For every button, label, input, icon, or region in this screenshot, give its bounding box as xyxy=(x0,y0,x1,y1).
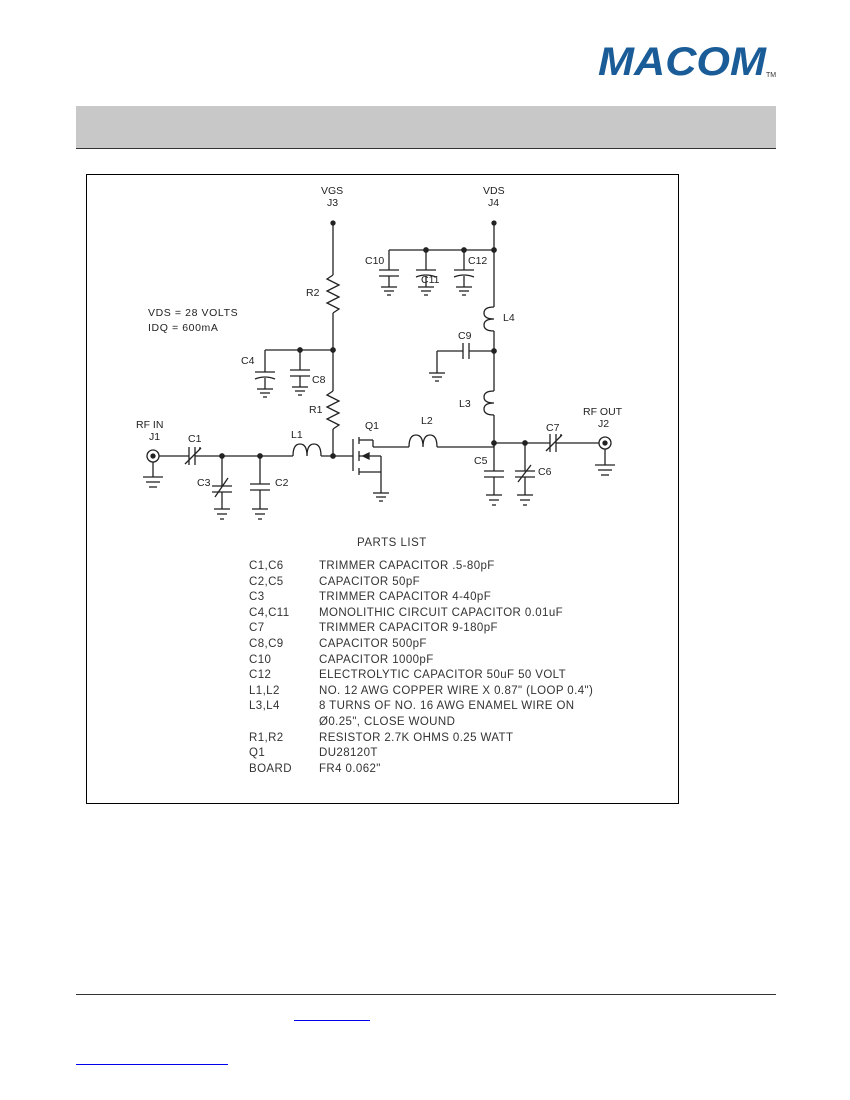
parts-row: L3,L4 8 TURNS OF NO. 16 AWG ENAMEL WIRE O… xyxy=(249,699,593,715)
parts-row: C1,C6 TRIMMER CAPACITOR .5-80pF xyxy=(249,559,593,575)
parts-desc: FR4 0.062" xyxy=(319,762,381,775)
parts-row: C12 ELECTROLYTIC CAPACITOR 50uF 50 VOLT xyxy=(249,668,593,684)
note-vds: VDS = 28 VOLTS xyxy=(148,307,238,319)
schematic-diagram: VGS J3 VDS J4 R2 R1 C4 C8 C10 C11 C12 L4… xyxy=(136,185,623,520)
label-c6: C6 xyxy=(538,466,552,478)
logo-text: MACOM xyxy=(598,42,768,82)
parts-ref: L1,L2 xyxy=(249,684,280,697)
label-c2: C2 xyxy=(275,477,289,489)
parts-desc: CAPACITOR 500pF xyxy=(319,637,427,650)
parts-row: C10 CAPACITOR 1000pF xyxy=(249,653,593,669)
parts-row: C7 TRIMMER CAPACITOR 9-180pF xyxy=(249,621,593,637)
parts-ref: C10 xyxy=(249,653,272,666)
macom-logo: MACOM TM xyxy=(598,42,776,82)
parts-ref: L3,L4 xyxy=(249,700,280,713)
label-c12: C12 xyxy=(468,255,487,267)
parts-ref: R1,R2 xyxy=(249,731,284,744)
footer-link[interactable] xyxy=(294,1012,370,1021)
parts-desc: TRIMMER CAPACITOR 4-40pF xyxy=(319,591,492,604)
label-c10: C10 xyxy=(365,255,384,267)
parts-desc: TRIMMER CAPACITOR .5-80pF xyxy=(319,560,495,572)
parts-desc: DU28120T xyxy=(319,747,378,760)
parts-row: C4,C11 MONOLITHIC CIRCUIT CAPACITOR 0.01u… xyxy=(249,606,593,622)
label-rf-in: RF IN xyxy=(136,419,163,431)
label-rf-out: RF OUT xyxy=(583,406,623,418)
parts-row: Q1 DU28120T xyxy=(249,746,593,762)
parts-row: C3 TRIMMER CAPACITOR 4-40pF xyxy=(249,590,593,606)
footer-link[interactable] xyxy=(76,1056,228,1065)
label-l3: L3 xyxy=(459,398,471,410)
label-r1: R1 xyxy=(309,404,323,416)
label-j2: J2 xyxy=(598,418,609,430)
label-c3: C3 xyxy=(197,477,211,489)
label-c1: C1 xyxy=(188,433,202,445)
label-r2: R2 xyxy=(306,287,320,299)
parts-list-title: PARTS LIST xyxy=(357,537,427,549)
parts-ref: C1,C6 xyxy=(249,560,284,572)
label-c8: C8 xyxy=(312,374,326,386)
parts-ref: C7 xyxy=(249,622,265,635)
label-c4: C4 xyxy=(241,355,255,367)
parts-row: R1,R2 RESISTOR 2.7K OHMS 0.25 WATT xyxy=(249,731,593,747)
parts-desc: TRIMMER CAPACITOR 9-180pF xyxy=(319,622,498,635)
parts-desc: NO. 12 AWG COPPER WIRE X 0.87" (LOOP 0.4… xyxy=(319,684,594,697)
parts-row: BOARD FR4 0.062" xyxy=(249,762,593,778)
label-q1: Q1 xyxy=(365,420,379,432)
schematic-figure: VGS J3 VDS J4 R2 R1 C4 C8 C10 C11 C12 L4… xyxy=(86,174,679,804)
label-l1: L1 xyxy=(291,429,303,441)
parts-row: C2,C5 CAPACITOR 50pF xyxy=(249,575,593,591)
label-j1: J1 xyxy=(149,431,160,443)
label-c5: C5 xyxy=(474,455,488,467)
label-vgs: VGS xyxy=(321,185,343,197)
parts-ref: C4,C11 xyxy=(249,606,290,619)
note-idq: IDQ = 600mA xyxy=(148,322,219,334)
parts-desc: RESISTOR 2.7K OHMS 0.25 WATT xyxy=(319,731,514,744)
label-j3: J3 xyxy=(327,197,338,209)
logo-trademark: TM xyxy=(766,72,776,79)
label-vds: VDS xyxy=(483,185,505,197)
parts-desc: Ø0.25", CLOSE WOUND xyxy=(319,715,456,728)
label-l4: L4 xyxy=(503,312,515,324)
label-c7: C7 xyxy=(546,422,560,434)
label-l2: L2 xyxy=(421,415,433,427)
parts-ref: BOARD xyxy=(249,762,292,775)
parts-ref: C8,C9 xyxy=(249,637,284,650)
parts-ref: C2,C5 xyxy=(249,575,284,588)
label-c9: C9 xyxy=(458,330,472,342)
parts-desc: MONOLITHIC CIRCUIT CAPACITOR 0.01uF xyxy=(319,606,564,619)
parts-ref: Q1 xyxy=(249,747,266,760)
label-j4: J4 xyxy=(488,197,499,209)
parts-row: L1,L2 NO. 12 AWG COPPER WIRE X 0.87" (LOO… xyxy=(249,684,593,700)
parts-desc: 8 TURNS OF NO. 16 AWG ENAMEL WIRE ON xyxy=(319,700,575,713)
footer-divider xyxy=(76,994,776,995)
parts-desc: CAPACITOR 50pF xyxy=(319,575,421,588)
parts-row: C8,C9 CAPACITOR 500pF xyxy=(249,637,593,653)
parts-desc: CAPACITOR 1000pF xyxy=(319,653,434,666)
header-bar xyxy=(76,106,776,149)
parts-desc: ELECTROLYTIC CAPACITOR 50uF 50 VOLT xyxy=(319,669,567,682)
parts-row: Ø0.25", CLOSE WOUND xyxy=(249,715,593,731)
parts-ref: C3 xyxy=(249,591,265,604)
parts-ref: C12 xyxy=(249,669,272,682)
